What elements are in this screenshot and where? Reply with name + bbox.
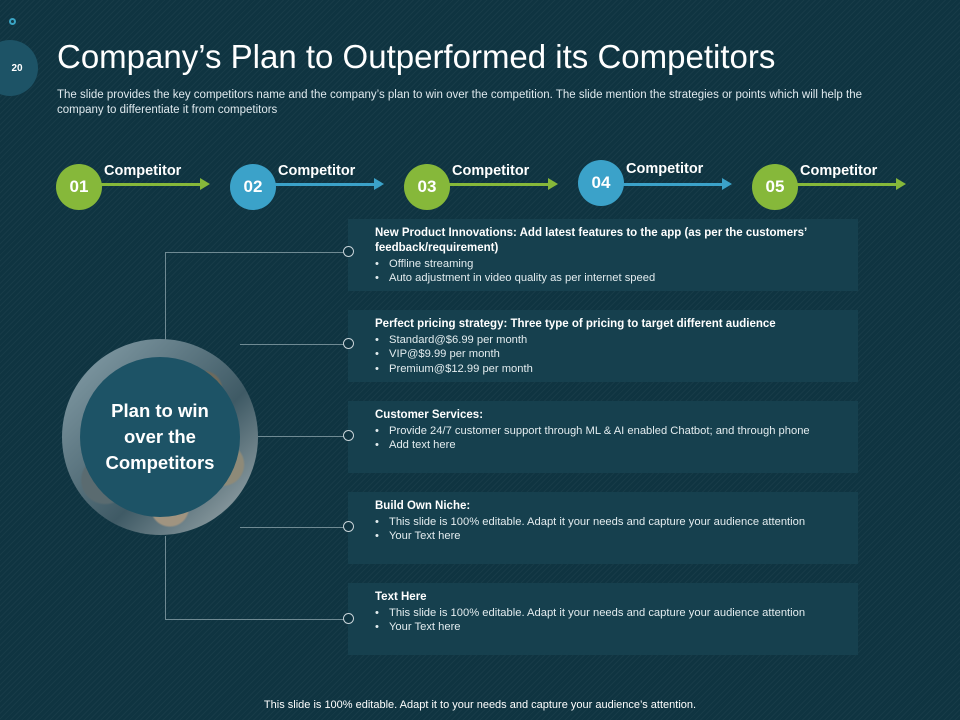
connector-node-icon xyxy=(343,430,354,441)
strategy-card-4: Build Own Niche: This slide is 100% edit… xyxy=(348,492,858,564)
strategy-card-1: New Product Innovations: Add latest feat… xyxy=(348,219,858,291)
card-bullet: Your Text here xyxy=(375,529,846,544)
card-bullets: Standard@$6.99 per month VIP@$9.99 per m… xyxy=(375,333,846,376)
step-number: 02 xyxy=(230,164,276,210)
strategy-card-2: Perfect pricing strategy: Three type of … xyxy=(348,310,858,382)
corner-dot-icon xyxy=(9,18,16,25)
center-line-2: over the xyxy=(124,426,196,447)
slide-number-text: 20 xyxy=(11,62,23,74)
footer-note: This slide is 100% editable. Adapt it to… xyxy=(263,699,697,711)
step-label: Competitor xyxy=(104,163,182,179)
step-number: 05 xyxy=(752,164,798,210)
card-heading: Customer Services: xyxy=(375,409,484,421)
connector-line xyxy=(165,252,166,340)
step-line xyxy=(96,183,202,186)
step-line xyxy=(444,183,550,186)
card-bullet: VIP@$9.99 per month xyxy=(375,347,846,362)
card-bullet: Offline streaming xyxy=(375,257,846,272)
step-label: Competitor xyxy=(800,163,878,179)
card-bullet: Provide 24/7 customer support through ML… xyxy=(375,424,846,439)
card-bullet: Your Text here xyxy=(375,620,846,635)
arrow-right-icon xyxy=(374,178,384,190)
connector-line xyxy=(165,619,344,620)
connector-node-icon xyxy=(343,521,354,532)
center-line-3: Competitors xyxy=(105,452,215,473)
connector-node-icon xyxy=(343,613,354,624)
step-number: 04 xyxy=(578,160,624,206)
card-bullet: Premium@$12.99 per month xyxy=(375,362,846,377)
card-bullets: Offline streaming Auto adjustment in vid… xyxy=(375,257,846,286)
step-label: Competitor xyxy=(452,163,530,179)
step-label: Competitor xyxy=(626,161,704,177)
connector-line xyxy=(240,344,344,345)
connector-node-icon xyxy=(343,338,354,349)
card-bullet: This slide is 100% editable. Adapt it yo… xyxy=(375,515,846,530)
card-bullet: Standard@$6.99 per month xyxy=(375,333,846,348)
arrow-right-icon xyxy=(548,178,558,190)
step-line xyxy=(792,183,898,186)
card-bullet: Auto adjustment in video quality as per … xyxy=(375,271,846,286)
strategy-card-5: Text Here This slide is 100% editable. A… xyxy=(348,583,858,655)
connector-line xyxy=(165,252,344,253)
page-title: Company’s Plan to Outperformed its Compe… xyxy=(57,38,776,75)
arrow-right-icon xyxy=(896,178,906,190)
card-bullets: This slide is 100% editable. Adapt it yo… xyxy=(375,515,846,544)
step-line xyxy=(270,183,376,186)
slide-number: 20 xyxy=(0,40,38,96)
connector-node-icon xyxy=(343,246,354,257)
step-label: Competitor xyxy=(278,163,356,179)
card-bullet: This slide is 100% editable. Adapt it yo… xyxy=(375,606,846,621)
page-subtitle: The slide provides the key competitors n… xyxy=(57,89,863,116)
center-line-1: Plan to win xyxy=(111,400,209,421)
connector-line xyxy=(240,527,344,528)
card-bullets: This slide is 100% editable. Adapt it yo… xyxy=(375,606,846,635)
plan-center-circle: Plan to win over the Competitors xyxy=(80,357,240,517)
card-heading: Perfect pricing strategy: Three type of … xyxy=(375,318,776,330)
strategy-card-3: Customer Services: Provide 24/7 customer… xyxy=(348,401,858,473)
card-bullets: Provide 24/7 customer support through ML… xyxy=(375,424,846,453)
connector-line xyxy=(258,436,344,437)
connector-line xyxy=(165,536,166,620)
card-heading: Build Own Niche: xyxy=(375,500,471,512)
card-heading: New Product Innovations: Add latest feat… xyxy=(375,227,807,254)
arrow-right-icon xyxy=(200,178,210,190)
step-number: 01 xyxy=(56,164,102,210)
step-number: 03 xyxy=(404,164,450,210)
step-line xyxy=(618,183,724,186)
arrow-right-icon xyxy=(722,178,732,190)
card-heading: Text Here xyxy=(375,591,427,603)
card-bullet: Add text here xyxy=(375,438,846,453)
